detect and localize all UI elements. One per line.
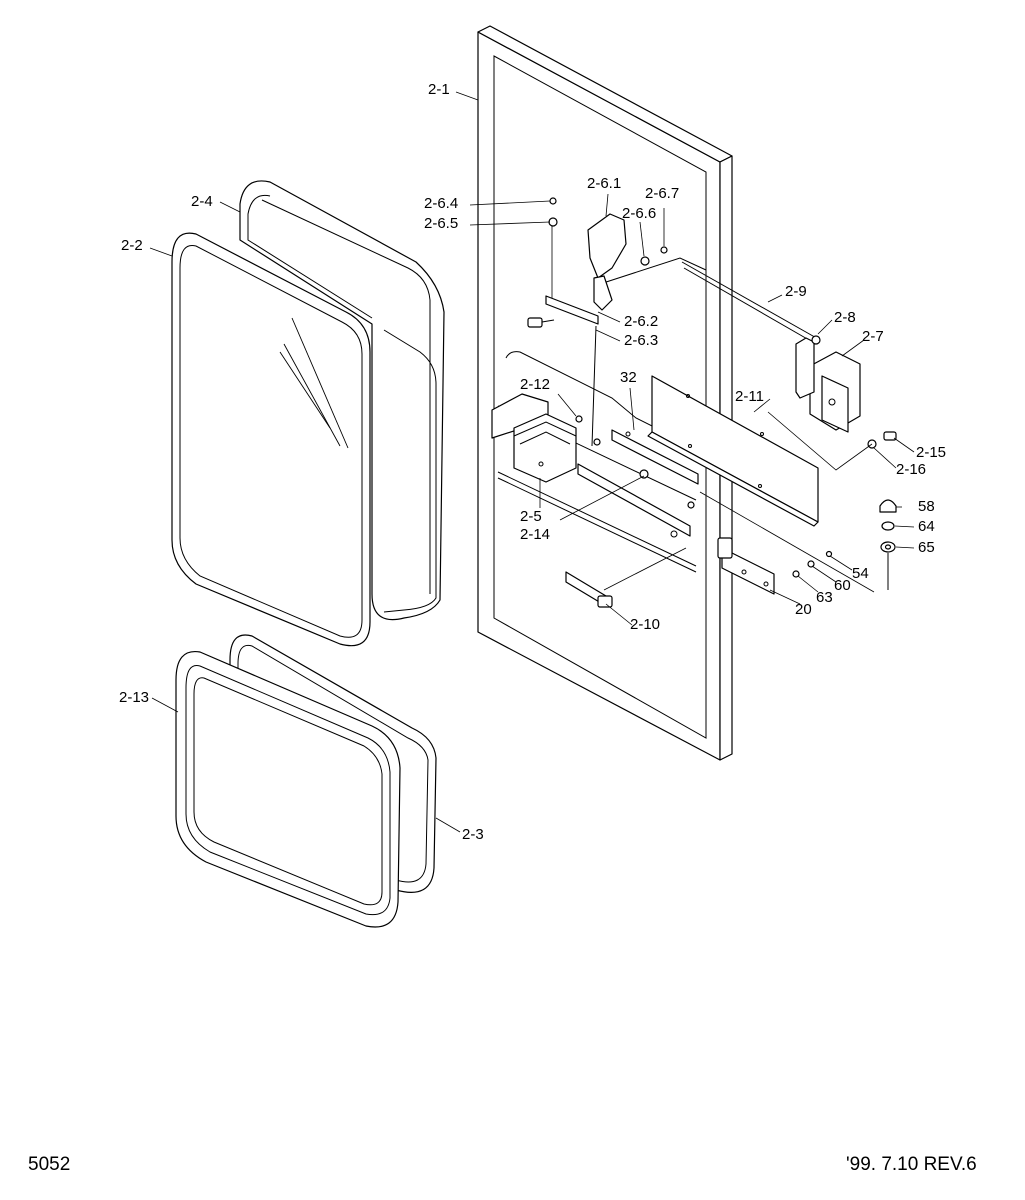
callout-2-6-3: 2-6.3	[624, 332, 659, 349]
callout-2-6-7: 2-6.7	[645, 185, 680, 202]
callout-20: 20	[795, 601, 812, 618]
callout-2-11: 2-11	[735, 388, 764, 405]
callout-2-6-5: 2-6.5	[424, 215, 459, 232]
callout-2-14: 2-14	[520, 526, 551, 543]
door-handle	[527, 197, 668, 447]
callout-2-3: 2-3	[462, 826, 484, 843]
leader-lines	[149, 91, 915, 833]
door-latch	[795, 335, 897, 449]
callout-2-15: 2-15	[916, 444, 947, 461]
callout-2-8: 2-8	[834, 309, 856, 326]
callout-2-6-4: 2-6.4	[424, 195, 459, 212]
callout-2-7: 2-7	[862, 328, 884, 345]
upper-window-glass	[171, 232, 371, 647]
hinge-hardware	[792, 499, 897, 590]
page-number: 5052	[28, 1154, 71, 1175]
callout-64: 64	[918, 518, 935, 535]
callout-2-4: 2-4	[191, 193, 213, 210]
inner-mechanism	[491, 257, 821, 608]
callout-60: 60	[834, 577, 851, 594]
callout-2-2: 2-2	[121, 237, 143, 254]
door-frame	[477, 25, 733, 761]
callout-2-10: 2-10	[630, 616, 661, 633]
callout-2-16: 2-16	[896, 461, 927, 478]
callout-65: 65	[918, 539, 935, 556]
callout-58: 58	[918, 498, 935, 515]
upper-window-seal	[239, 180, 445, 621]
revision-date: '99. 7.10 REV.6	[846, 1154, 977, 1175]
callout-2-6-6: 2-6.6	[622, 205, 657, 222]
callout-63: 63	[816, 589, 833, 606]
lower-window-seal	[175, 650, 401, 928]
callout-54: 54	[852, 565, 869, 582]
callout-2-9: 2-9	[785, 283, 807, 300]
callout-2-5: 2-5	[520, 508, 542, 525]
callout-2-6-2: 2-6.2	[624, 313, 659, 330]
callout-2-6-1: 2-6.1	[587, 175, 622, 192]
callout-2-13: 2-13	[119, 689, 150, 706]
callout-2-1: 2-1	[428, 81, 450, 98]
callout-32: 32	[620, 369, 637, 386]
callout-2-12: 2-12	[520, 376, 551, 393]
